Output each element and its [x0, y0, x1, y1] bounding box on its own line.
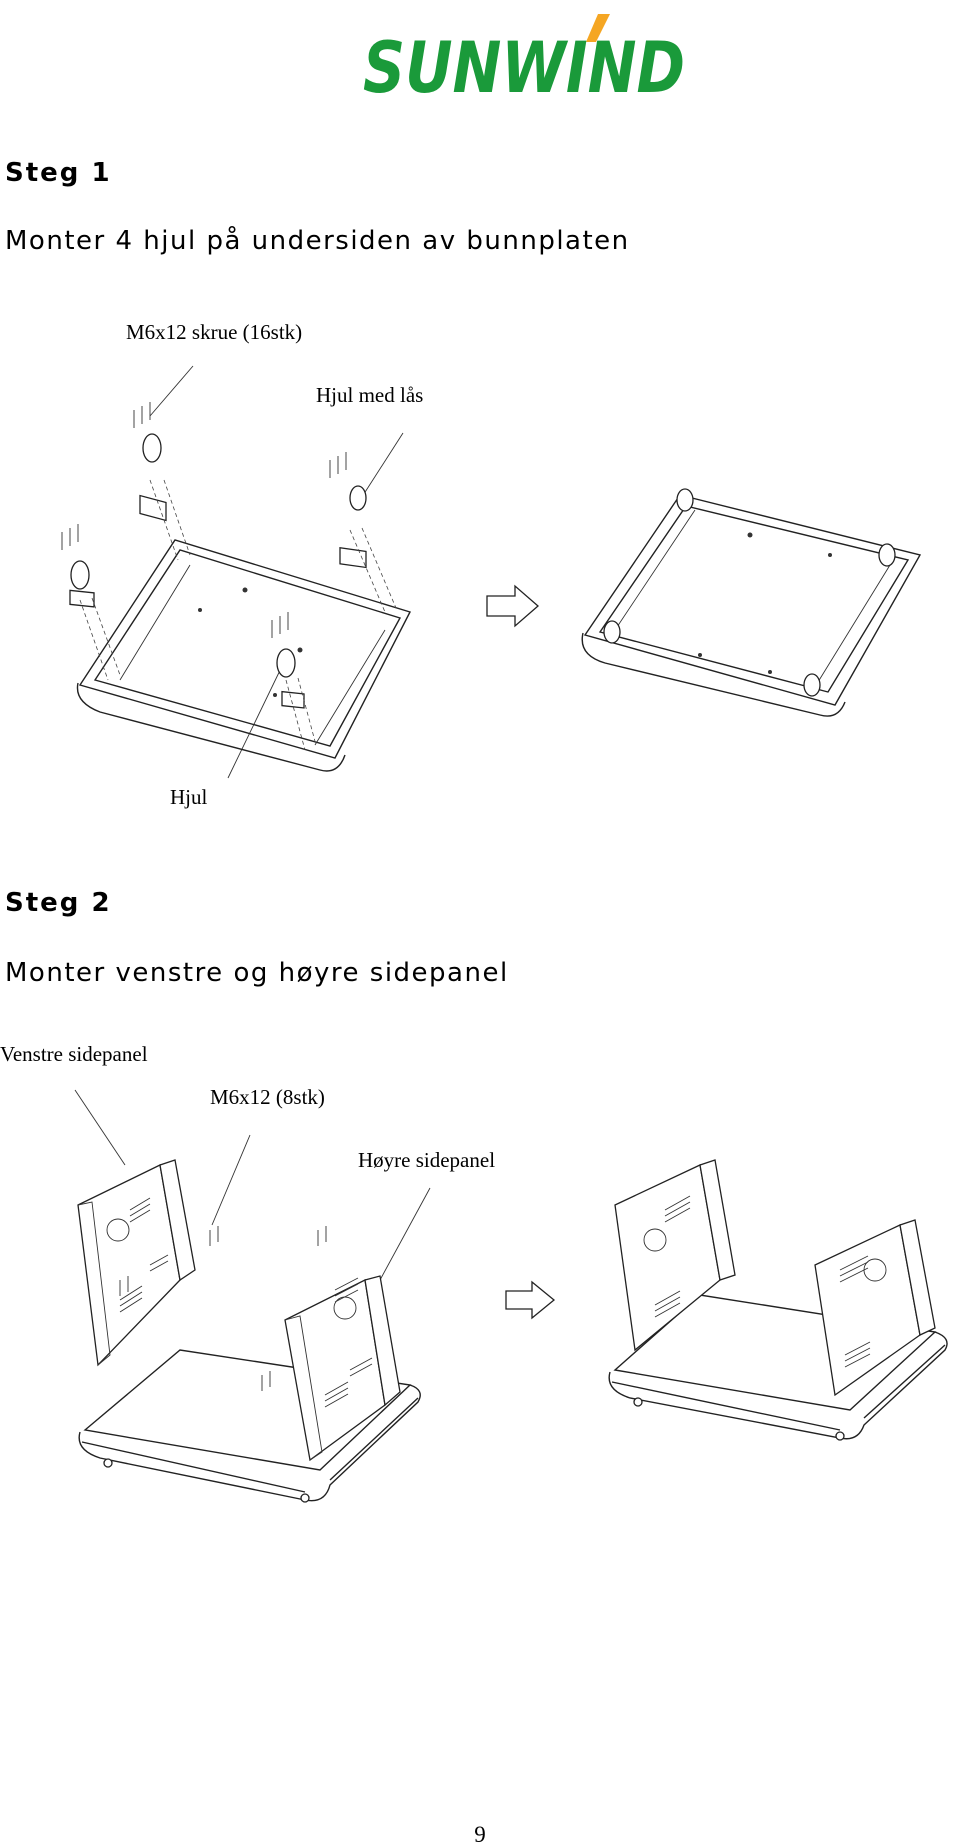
step2-screws	[119, 1226, 327, 1391]
step1-base-plate-exploded	[76, 539, 412, 772]
step1-diagram	[61, 365, 922, 779]
step1-instruction: Monter 4 hjul på undersiden av bunnplate…	[5, 226, 630, 256]
step2-heading: Steg 2	[5, 888, 112, 918]
step1-wheel-label: Hjul	[170, 785, 208, 809]
step2-left-panel-label: Venstre sidepanel	[0, 1042, 148, 1066]
page-number: 9	[474, 1822, 486, 1847]
step1-caster-1	[133, 402, 191, 561]
step2-instruction: Monter venstre og høyre sidepanel	[5, 958, 509, 988]
step1-screws-label: M6x12 skrue (16stk)	[126, 320, 303, 344]
step2-left-panel-exploded	[77, 1159, 196, 1367]
step2-assembled	[608, 1159, 948, 1441]
step1-base-plate-assembled	[581, 488, 922, 717]
step1-heading: Steg 1	[5, 158, 112, 188]
step2-right-panel-exploded	[284, 1275, 401, 1462]
sunwind-logo: SUNWIND	[363, 14, 685, 98]
step1-caster-4	[271, 612, 317, 751]
step2-right-panel-label: Høyre sidepanel	[358, 1148, 496, 1172]
logo-accent-slash	[586, 14, 610, 42]
step1-locking-wheel-label: Hjul med lås	[316, 383, 424, 407]
step2-screws-label: M6x12 (8stk)	[210, 1085, 325, 1109]
step2-base-exploded	[78, 1349, 421, 1503]
step1-caster-3	[61, 524, 121, 681]
step1-caster-2	[329, 452, 397, 613]
step2-arrow	[505, 1280, 556, 1320]
logo-wordmark: SUNWIND	[363, 27, 685, 98]
step1-arrow	[486, 584, 539, 628]
step2-diagram	[74, 1089, 948, 1503]
